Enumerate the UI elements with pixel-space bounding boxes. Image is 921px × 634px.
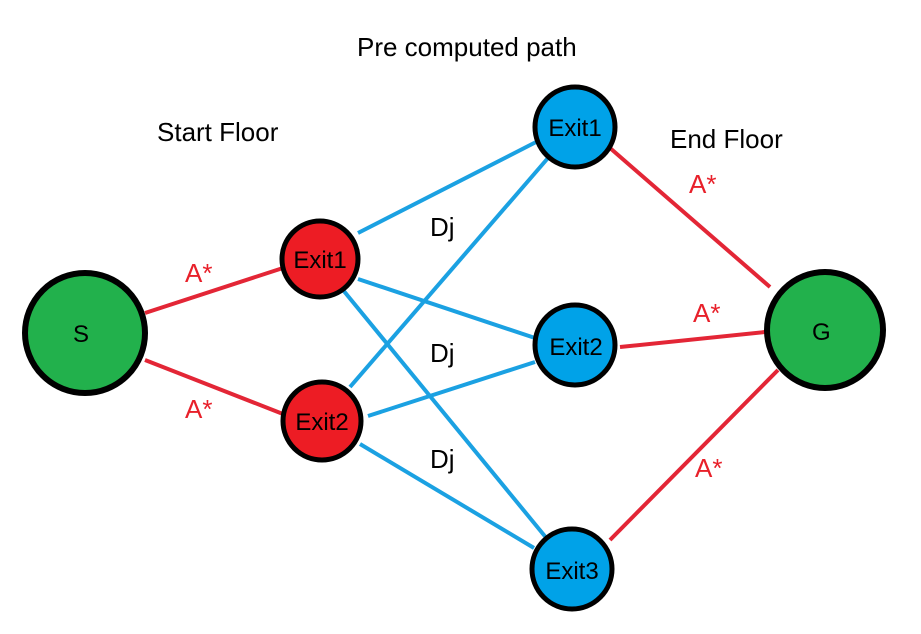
node-g-circle xyxy=(764,269,886,391)
heading-start-floor: Start Floor xyxy=(157,117,279,147)
label-exit2-g: A* xyxy=(693,298,720,328)
node-exit3-end: Exit3 xyxy=(529,526,615,612)
node-exit1-start: Exit1 xyxy=(279,218,361,300)
node-g: G xyxy=(764,269,886,391)
label-dj-top: Dj xyxy=(430,212,455,242)
node-exit2-start: Exit2 xyxy=(280,379,364,463)
label-dj-middle: Dj xyxy=(430,338,455,368)
node-exit1-end-circle xyxy=(532,84,618,170)
heading-end-floor: End Floor xyxy=(670,124,783,154)
label-exit1-g: A* xyxy=(689,169,716,199)
label-dj-bottom: Dj xyxy=(430,444,455,474)
heading-precomputed: Pre computed path xyxy=(357,32,577,62)
edge-s-exit2 xyxy=(144,358,284,416)
edge-exit2start-exit3end xyxy=(358,442,536,550)
label-s-exit2: A* xyxy=(185,394,212,424)
node-exit2-start-label: Exit2 xyxy=(295,409,348,436)
node-exit2-end-circle xyxy=(532,302,618,388)
node-s-circle xyxy=(22,270,148,396)
node-g-label: G xyxy=(812,319,831,346)
edge-exit1end-g xyxy=(608,146,772,289)
label-exit3-g: A* xyxy=(695,453,722,483)
node-exit3-end-label: Exit3 xyxy=(545,558,598,585)
node-exit2-end-label: Exit2 xyxy=(549,334,602,361)
edge-exit2start-exit1end xyxy=(348,156,550,389)
node-exit2-start-circle xyxy=(280,379,364,463)
node-exit1-end-label: Exit1 xyxy=(548,115,601,142)
edge-exit1start-exit1end xyxy=(357,138,541,235)
edge-exit2start-exit2end xyxy=(367,360,536,418)
edge-exit3end-g xyxy=(608,368,780,542)
node-exit2-end: Exit2 xyxy=(532,302,618,388)
edges xyxy=(144,138,780,550)
node-exit1-start-circle xyxy=(279,218,361,300)
edge-exit1start-exit3end xyxy=(341,288,550,542)
node-s: S xyxy=(22,270,148,396)
node-s-label: S xyxy=(73,321,89,348)
edge-exit1start-exit2end xyxy=(357,277,536,340)
node-exit1-end: Exit1 xyxy=(532,84,618,170)
edge-s-exit1 xyxy=(144,266,284,315)
node-exit3-end-circle xyxy=(529,526,615,612)
label-s-exit1: A* xyxy=(185,258,212,288)
edge-exit2end-g xyxy=(619,330,766,349)
node-exit1-start-label: Exit1 xyxy=(293,247,346,274)
